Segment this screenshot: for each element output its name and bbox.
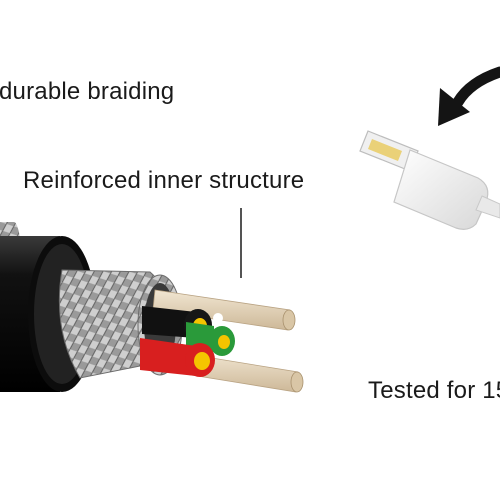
lightning-connector-icon xyxy=(359,130,500,230)
label-durable-braiding: durable braiding xyxy=(0,78,175,105)
curved-arrow-icon xyxy=(438,66,500,126)
conductor-cores xyxy=(140,306,235,377)
label-tested: Tested for 15 xyxy=(368,377,500,404)
label-reinforced-inner-structure: Reinforced inner structure xyxy=(23,167,305,194)
